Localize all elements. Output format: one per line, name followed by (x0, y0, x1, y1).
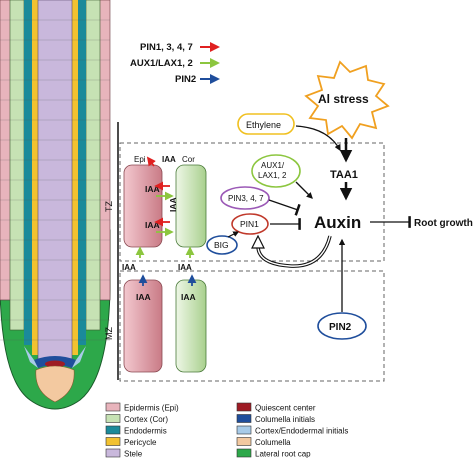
legend-label: Cortex (Cor) (124, 415, 168, 424)
legend-swatch (236, 448, 252, 458)
tz-epidermis-cell (123, 164, 163, 248)
root-growth-label: Root growth (414, 218, 473, 229)
big-label: BIG (214, 240, 229, 250)
pin1-label: PIN1 (240, 219, 259, 229)
pin347-inhibits-auxin (268, 199, 301, 216)
quiescent-center (45, 360, 65, 368)
mz-iaa-left-top: IAA (122, 263, 136, 272)
ethylene-node (237, 113, 295, 135)
ethylene-label: Ethylene (246, 120, 281, 130)
mz-cells: IAA IAA IAA IAA (122, 263, 207, 373)
aux-lax-node (251, 154, 301, 188)
pin2-node (317, 312, 367, 340)
big-node (206, 235, 238, 255)
endodermis-left (24, 0, 32, 345)
tz-red-arrow-top (146, 156, 156, 167)
columella (35, 365, 75, 403)
al-stress-burst (304, 60, 390, 140)
legend-label: Endodermis (124, 427, 167, 436)
legend-label: Epidermis (Epi) (124, 404, 179, 413)
aux-lax-label-line1: AUX1/ (261, 161, 285, 170)
tz-iaa-cortex: IAA (168, 197, 178, 212)
cortex-tissue-left (9, 0, 25, 331)
legend-label: Columella initials (255, 415, 315, 424)
tz-cells: Epi Cor IAA IAA IAA IAA (123, 155, 207, 258)
mz-iaa-cor: IAA (181, 292, 196, 302)
aux-lax-to-auxin-arrow (295, 181, 313, 199)
tz-cortex-cell (175, 164, 207, 248)
legend-swatch (236, 437, 252, 446)
tissue-legend: Epidermis (Epi) Cortex (Cor) EndodermisPer… (105, 402, 348, 459)
legend-swatch (105, 402, 121, 412)
auxin-feedback-loop-arrowhead (251, 234, 265, 249)
cortex-tissue-right (85, 0, 101, 331)
legend-label: Cortex/Endodermal initials (255, 427, 348, 436)
pericycle-right (72, 0, 78, 355)
legend-pin-long-label: PIN1, 3, 4, 7 (140, 42, 193, 53)
legend-label: Pericycle (124, 438, 157, 447)
legend-pin2-label: PIN2 (175, 74, 196, 85)
aux-lax-label-line2: LAX1, 2 (258, 171, 287, 180)
taa1-label: TAA1 (330, 169, 358, 181)
legend-swatch (105, 437, 121, 446)
regulatory-network: Al stress Ethylene TAA1 AUX1/ LAX1, 2 PI… (206, 60, 473, 340)
legend-swatch (105, 448, 121, 458)
legend-label: Columella (255, 438, 291, 447)
legend-label: Stele (124, 450, 143, 459)
ethylene-to-taa1-arrow (295, 125, 341, 152)
auxin-label: Auxin (314, 213, 361, 232)
pin1-node (231, 213, 269, 235)
tz-iaa-low-left: IAA (145, 220, 160, 230)
tz-iaa-top: IAA (162, 155, 176, 164)
auxin-feedback-loop-inner (257, 235, 331, 267)
mz-iaa-epi: IAA (136, 292, 151, 302)
legend-swatch (236, 402, 252, 412)
pin347-label: PIN3, 4, 7 (228, 194, 264, 203)
legend-swatch (105, 414, 121, 423)
legend-swatch (105, 425, 121, 435)
tz-iaa-mid-left: IAA (145, 184, 160, 194)
legend-label: Lateral root cap (255, 450, 311, 459)
root-illustration (0, 0, 111, 410)
mz-box (119, 270, 385, 382)
epi-label: Epi (134, 155, 146, 164)
legend-label: Quiescent center (255, 404, 316, 413)
al-stress-label: Al stress (318, 92, 369, 106)
pericycle-left (32, 0, 38, 355)
endodermis-right (78, 0, 86, 345)
legend-swatch (236, 414, 252, 423)
cor-label: Cor (182, 155, 195, 164)
legend-swatch (236, 425, 252, 435)
big-to-pin1-arrow (227, 231, 240, 238)
pin347-node (220, 186, 270, 210)
tz-box (119, 142, 385, 262)
tz-label: TZ (104, 201, 114, 212)
mz-label: MZ (104, 327, 114, 340)
mz-iaa-right-top: IAA (178, 263, 192, 272)
legend-aux-label: AUX1/LAX1, 2 (130, 58, 193, 69)
arrow-legend: PIN1, 3, 4, 7 AUX1/LAX1, 2 PIN2 (130, 42, 220, 85)
pin2-label: PIN2 (329, 322, 352, 333)
